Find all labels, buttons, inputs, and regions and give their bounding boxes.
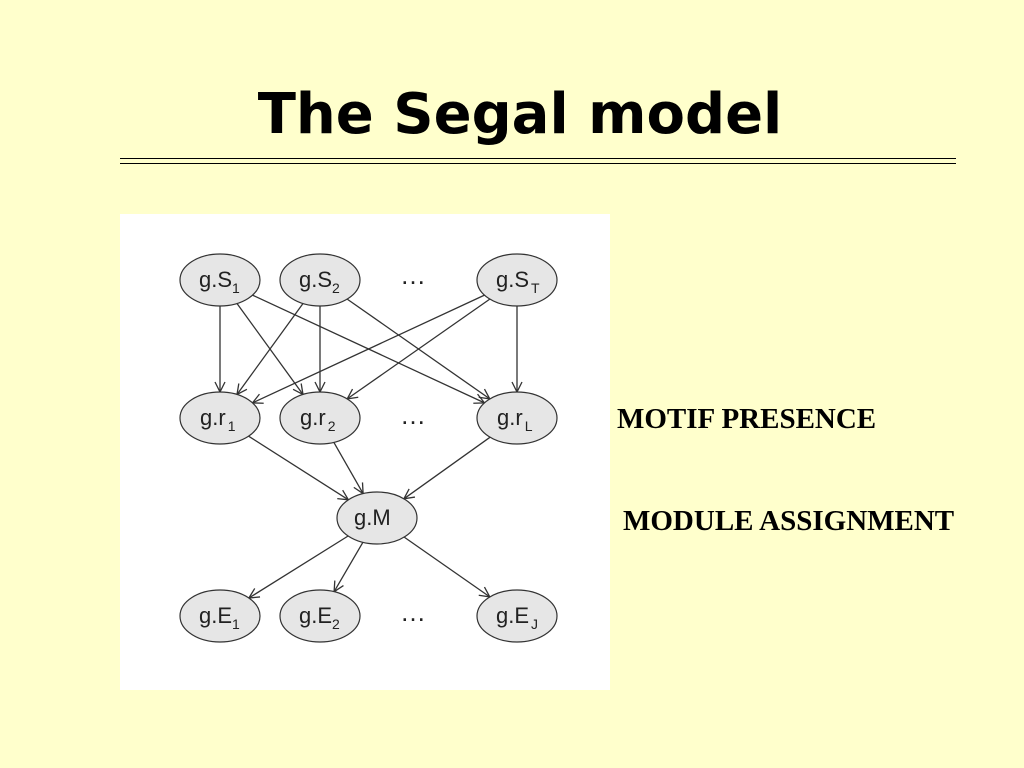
edges-layer xyxy=(220,294,517,598)
node-g-e1-label: g.E1 xyxy=(199,603,240,632)
edge-r2-to-m xyxy=(333,442,363,493)
module-assignment-label: MODULE ASSIGNMENT xyxy=(623,505,955,537)
ellipsis-row-r: … xyxy=(400,400,426,430)
node-g-e1: g.E1 xyxy=(179,589,261,643)
node-g-e2-label: g.E2 xyxy=(299,603,340,632)
edge-m-to-e1 xyxy=(249,535,349,598)
edge-st-to-r1 xyxy=(253,294,485,403)
node-g-s1: g.S1 xyxy=(179,253,261,307)
node-g-s2-label: g.S2 xyxy=(299,267,340,296)
title-divider-bottom xyxy=(120,163,956,164)
edge-m-to-e2 xyxy=(334,541,364,591)
edge-rl-to-m xyxy=(404,436,491,499)
title-divider-top xyxy=(120,158,956,159)
node-g-e2: g.E2 xyxy=(279,589,361,643)
edge-s2-to-r1 xyxy=(237,303,304,395)
motif-presence-label: MOTIF PRESENCE xyxy=(617,403,877,435)
edge-st-to-r2 xyxy=(347,298,491,399)
slide-title: The Segal model xyxy=(257,82,783,147)
ellipsis-row-s: … xyxy=(400,260,426,290)
ellipsis-row-e: … xyxy=(400,597,426,627)
node-g-s1-label: g.S1 xyxy=(199,267,240,296)
node-g-m: g.M xyxy=(336,491,418,545)
edge-m-to-ej xyxy=(403,536,490,597)
node-g-s2: g.S2 xyxy=(279,253,361,307)
edge-r1-to-m xyxy=(248,435,349,500)
node-g-m-label: g.M xyxy=(354,505,391,530)
